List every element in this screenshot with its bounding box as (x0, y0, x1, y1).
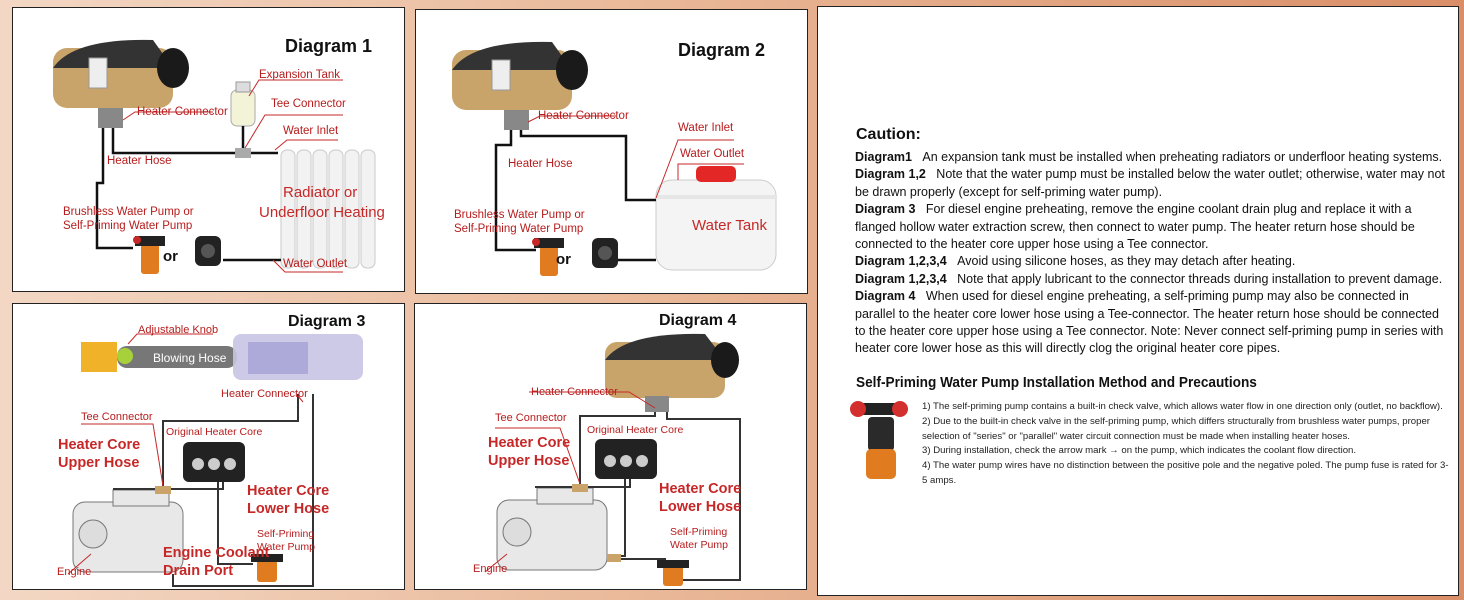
pump-label-line2: Self-Priming Water Pump (63, 220, 193, 232)
tee-connector-label: Tee Connector (271, 98, 346, 110)
brushless-pump-icon (592, 238, 618, 268)
pump-label-line1: Self-Priming (257, 528, 315, 540)
caution-item: Diagram 1,2 Note that the water pump mus… (855, 167, 1445, 199)
engine-icon (496, 487, 608, 571)
diesel-heater-icon (605, 333, 739, 412)
hose-lines (494, 130, 656, 262)
blowing-hose-label: Blowing Hose (153, 351, 227, 365)
precaution-item: 4) The water pump wires have no distinct… (922, 460, 1449, 486)
water-outlet-label: Water Outlet (680, 148, 745, 160)
caution-notes: Diagram1 An expansion tank must be insta… (855, 149, 1445, 358)
water-outlet-label: Water Outlet (283, 258, 348, 270)
heater-core-icon (183, 442, 245, 482)
pump-label-line2: Self-Priming Water Pump (454, 223, 584, 235)
expansion-tank-label: Expansion Tank (259, 69, 340, 81)
original-heater-core-label: Original Heater Core (166, 426, 263, 438)
upper-hose-label-line2: Upper Hose (58, 455, 140, 471)
precaution-item: 3) During installation, check the arrow … (922, 445, 1357, 457)
heater-connector-label: Heater Connector (538, 110, 629, 122)
caution-item: Diagram 1,2,3,4 Avoid using silicone hos… (855, 254, 1296, 269)
original-heater-core-label: Original Heater Core (587, 424, 684, 436)
caution-title: Caution: (856, 126, 921, 143)
diagram-4-illustration (484, 333, 741, 586)
upper-hose-label-line1: Heater Core (58, 437, 141, 453)
caution-item: Diagram 4 When used for diesel engine pr… (855, 289, 1444, 356)
hose-lines (113, 394, 314, 587)
pump-label-line2: Water Pump (670, 539, 728, 551)
radiator-label-line1: Radiator or (283, 184, 358, 201)
self-priming-pump-icon (850, 401, 908, 479)
self-priming-pump-icon (133, 236, 165, 274)
water-inlet-label: Water Inlet (283, 125, 339, 137)
self-priming-pump-icon (657, 560, 689, 586)
water-tank-label: Water Tank (692, 217, 768, 234)
diesel-heater-icon (233, 334, 363, 380)
water-inlet-label: Water Inlet (678, 122, 734, 134)
upper-hose-label-line1: Heater Core (488, 435, 571, 451)
radiator-label-line2: Underfloor Heating (259, 204, 385, 221)
heater-connector-label: Heater Connector (137, 106, 228, 118)
pump-label-line1: Brushless Water Pump or (454, 209, 585, 221)
diagram-2-illustration (452, 41, 777, 276)
caution-item: Diagram 3 For diesel engine preheating, … (855, 202, 1415, 252)
expansion-tank-icon (230, 81, 256, 127)
blowing-hose-icon (81, 342, 237, 372)
engine-label: Engine (473, 563, 508, 575)
heater-connector-label: Heater Connector (531, 386, 618, 398)
tee-connector-label: Tee Connector (81, 411, 153, 423)
self-priming-pump-icon (251, 554, 283, 582)
pump-label-line1: Self-Priming (670, 526, 728, 538)
diagram-2-title: Diagram 2 (678, 40, 766, 60)
caution-item: Diagram1 An expansion tank must be insta… (855, 150, 1443, 164)
heater-hose-label: Heater Hose (107, 155, 172, 167)
caution-panel: Caution: Diagram1 An expansion tank must… (817, 6, 1459, 596)
lower-hose-label-line1: Heater Core (659, 481, 742, 497)
diagram-4-title: Diagram 4 (659, 312, 737, 329)
diesel-heater-icon (53, 39, 189, 128)
diagram-1-panel: Diagram 1 Expansion Tank Tee Connector H… (12, 7, 405, 292)
self-priming-title: Self-Priming Water Pump Installation Met… (856, 375, 1257, 391)
diagram-2-panel: Diagram 2 Heater Connector Water Inlet W… (415, 9, 808, 294)
tee-connector-label: Tee Connector (495, 412, 567, 424)
upper-hose-label-line2: Upper Hose (488, 453, 570, 469)
precaution-item: 1) The self-priming pump contains a buil… (922, 401, 1443, 412)
pump-label-line2: Water Pump (257, 541, 315, 553)
heater-hose-label: Heater Hose (508, 158, 573, 170)
diagram-3-panel: Diagram 3 Adjustable Knob Blowing Hose H… (12, 303, 405, 590)
adjustable-knob-label: Adjustable Knob (138, 324, 219, 336)
lower-hose-label-line1: Heater Core (247, 483, 330, 499)
drain-port-label-line1: Engine Coolant (163, 545, 270, 561)
engine-label: Engine (57, 566, 92, 578)
diesel-heater-icon (452, 41, 588, 130)
diagram-4-panel: Diagram 4 Heater Connector Tee Connector… (414, 303, 807, 590)
pump-label-line1: Brushless Water Pump or (63, 206, 194, 218)
hose-lines (95, 126, 281, 262)
tee-connector-icon (607, 554, 621, 562)
heater-core-icon (595, 439, 657, 479)
precaution-item: 2) Due to the built-in check valve in th… (922, 415, 1430, 442)
brushless-pump-icon (195, 236, 221, 266)
or-text: or (163, 248, 178, 265)
water-tank-icon (655, 166, 777, 271)
or-text: or (556, 251, 571, 268)
tee-connector-icon (572, 484, 588, 492)
diagram-1-title: Diagram 1 (285, 36, 373, 56)
diagram-1-illustration (53, 39, 376, 274)
lower-hose-label-line2: Lower Hose (247, 501, 330, 517)
self-priming-precautions: 1) The self-priming pump contains a buil… (922, 400, 1452, 489)
tee-connector-icon (155, 486, 171, 494)
lower-hose-label-line2: Lower Hose (659, 499, 742, 515)
radiator-icon (280, 149, 376, 269)
caution-item: Diagram 1,2,3,4 Note that apply lubrican… (855, 271, 1443, 286)
diagram-3-illustration (67, 333, 363, 587)
diagram-3-title: Diagram 3 (288, 313, 366, 330)
self-priming-pump-icon (532, 238, 564, 276)
heater-connector-label: Heater Connector (221, 388, 308, 400)
drain-port-label-line2: Drain Port (163, 563, 234, 579)
tee-connector-icon (235, 148, 251, 158)
